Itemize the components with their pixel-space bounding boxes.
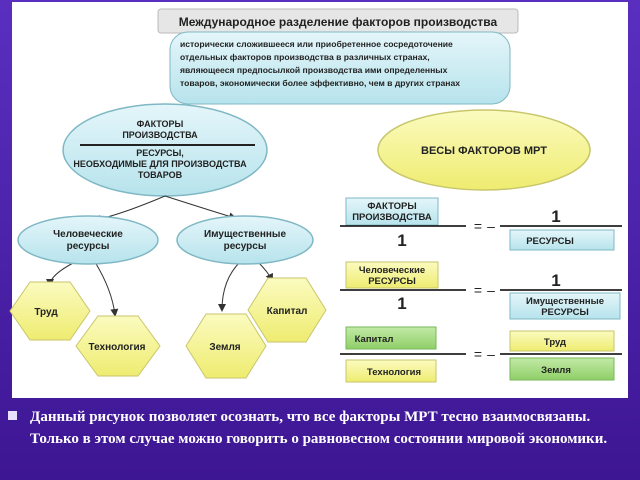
- human-resources-ellipse: Человеческие ресурсы: [17, 215, 159, 265]
- row2-right-number: 1: [551, 271, 560, 290]
- weights-ellipse: ВЕСЫ ФАКТОРОВ МРТ: [377, 109, 591, 191]
- definition-line: являющееся предпосылкой производства ими…: [180, 65, 448, 75]
- definition-line: исторически сложившееся или приобретенно…: [180, 39, 453, 49]
- bullet-square-icon: [8, 411, 17, 420]
- capital-label: Капитал: [267, 306, 308, 317]
- row2-dash: –: [487, 282, 495, 298]
- weights-row-3: Капитал Технология = – Труд Земля: [340, 326, 622, 383]
- human-resources-line: ресурсы: [67, 241, 110, 252]
- property-resources-ellipse: Имущественные ресурсы: [176, 215, 314, 265]
- header-title-box: Международное разделение факторов произв…: [157, 8, 519, 34]
- capital-hexagon: Капитал: [247, 277, 327, 343]
- row3-dash: –: [487, 346, 495, 362]
- connector-arrow: [94, 261, 119, 317]
- row1-left-line: ФАКТОРЫ: [367, 201, 416, 212]
- connector-arrow: [218, 261, 241, 312]
- connector-arrow: [164, 195, 237, 221]
- root-top-line: ПРОИЗВОДСТВА: [122, 130, 198, 140]
- technology-label: Технология: [89, 342, 146, 353]
- labor-hexagon: Труд: [9, 281, 91, 341]
- row3-left-bottom: Технология: [367, 367, 421, 378]
- technology-hexagon: Технология: [75, 315, 161, 377]
- property-resources-line: Имущественные: [204, 229, 287, 240]
- definition-line: товаров, экономически более эффективно, …: [180, 78, 460, 88]
- row1-left-line: ПРОИЗВОДСТВА: [352, 212, 432, 223]
- row1-right-box: РЕСУРСЫ: [526, 236, 574, 247]
- row2-left-number: 1: [397, 294, 406, 313]
- property-resources-line: ресурсы: [224, 241, 267, 252]
- row1-left-number: 1: [397, 231, 406, 250]
- weights-row-2: Человеческие РЕСУРСЫ 1 = – 1 Имущественн…: [340, 261, 622, 320]
- header-title: Международное разделение факторов произв…: [179, 15, 498, 29]
- row3-right-top: Труд: [544, 337, 566, 348]
- row2-left-line: РЕСУРСЫ: [368, 276, 416, 287]
- connector-arrow: [257, 261, 273, 282]
- row2-equals: =: [474, 282, 482, 298]
- row2-left-line: Человеческие: [359, 265, 425, 276]
- row1-equals: =: [474, 218, 482, 234]
- weights-title: ВЕСЫ ФАКТОРОВ МРТ: [421, 145, 547, 157]
- weights-row-1: ФАКТОРЫ ПРОИЗВОДСТВА 1 = – 1 РЕСУРСЫ: [340, 197, 622, 251]
- row3-right-bottom: Земля: [541, 365, 571, 376]
- land-hexagon: Земля: [185, 313, 267, 379]
- caption-text: Данный рисунок позволяет осознать, что в…: [30, 409, 608, 447]
- root-top-line: ФАКТОРЫ: [137, 119, 184, 129]
- row1-dash: –: [487, 218, 495, 234]
- definition-box: исторически сложившееся или приобретенно…: [169, 31, 511, 105]
- labor-label: Труд: [34, 307, 58, 318]
- root-factors-ellipse: ФАКТОРЫ ПРОИЗВОДСТВА РЕСУРСЫ, НЕОБХОДИМЫ…: [62, 103, 268, 197]
- row1-right-number: 1: [551, 207, 560, 226]
- root-bottom-line: ТОВАРОВ: [138, 170, 183, 180]
- row2-right-line: РЕСУРСЫ: [541, 307, 589, 318]
- root-bottom-line: РЕСУРСЫ,: [136, 148, 184, 158]
- human-resources-line: Человеческие: [53, 229, 123, 240]
- definition-line: отдельных факторов производства в различ…: [180, 52, 430, 62]
- row3-equals: =: [474, 346, 482, 362]
- row3-left-top: Капитал: [355, 334, 394, 345]
- land-label: Земля: [209, 342, 240, 353]
- row2-right-line: Имущественные: [526, 296, 604, 307]
- root-bottom-line: НЕОБХОДИМЫЕ ДЛЯ ПРОИЗВОДСТВА: [73, 159, 247, 169]
